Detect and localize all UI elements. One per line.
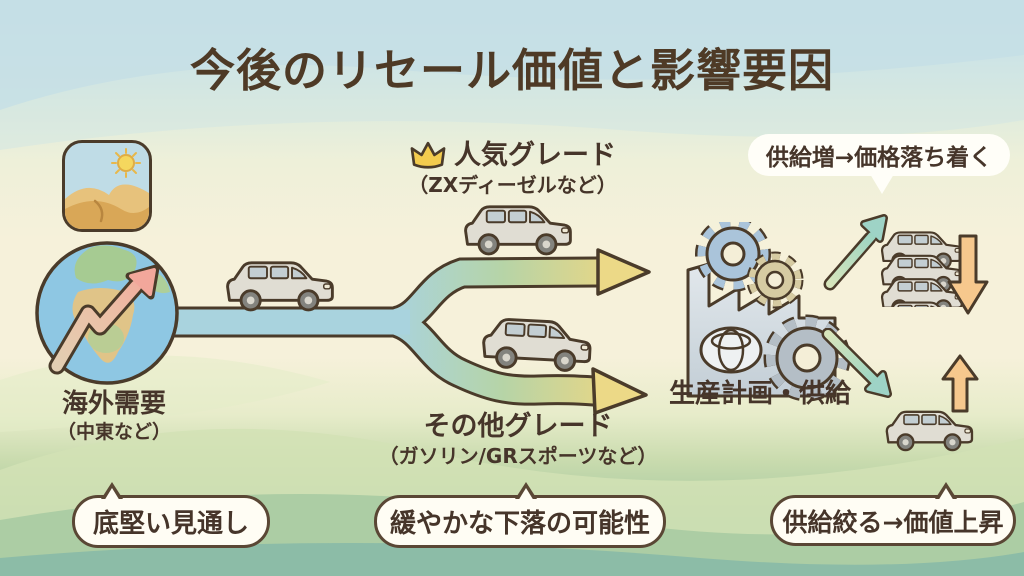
outlook-bubble: 底堅い見通し (72, 482, 270, 548)
popular-grade-label: 人気グレード (454, 140, 616, 171)
supply-increase-bubble-text: 供給増→価格落ち着く (765, 145, 993, 171)
toyota-factory-gears-icon (686, 222, 851, 402)
gear-tan (746, 251, 804, 309)
supply-restrict-bubble-text: 供給絞る→価値上昇 (782, 507, 1004, 537)
other-grade-label-group: その他グレード （ガソリン/GRスポーツなど） (368, 411, 668, 467)
decline-bubble-text: 緩やかな下落の可能性 (389, 509, 650, 539)
other-grade-sublabel: （ガソリン/GRスポーツなど） (378, 444, 658, 469)
suv-car-icon (878, 404, 980, 454)
other-grade-label: その他グレード (423, 411, 613, 442)
page-title: 今後のリセール価値と影響要因 (189, 44, 834, 97)
production-supply-label: 生産計画・供給 (668, 379, 851, 409)
outlook-bubble-text: 底堅い見通し (92, 509, 249, 539)
popular-grade-label-group: 人気グレード （ZXディーゼルなど） (395, 140, 630, 196)
overseas-demand-sublabel: （中東など） (56, 420, 171, 443)
decline-bubble: 緩やかな下落の可能性 (374, 482, 666, 548)
gear-blue (695, 222, 771, 292)
popular-grade-sublabel: （ZXディーゼルなど） (408, 173, 617, 198)
overseas-demand-label: 海外需要 (61, 389, 166, 419)
orange-down-arrow-icon (947, 234, 989, 315)
desert-sun-icon (62, 140, 152, 232)
orange-up-arrow-icon (941, 354, 979, 413)
suv-car-icon (217, 253, 342, 315)
branching-flow-arrows (172, 248, 651, 415)
teal-arrow-down-icon (821, 328, 892, 398)
supply-restrict-bubble: 供給絞る→価値上昇 (770, 482, 1016, 546)
overseas-demand-label-group: 海外需要 （中東など） (24, 389, 204, 443)
supply-increase-bubble: 供給増→価格落ち着く (748, 134, 1010, 194)
teal-arrow-up-icon (823, 214, 888, 291)
crown-icon (410, 141, 446, 169)
suv-car-icon (471, 308, 601, 378)
suv-car-icon (455, 197, 580, 259)
globe-growth-arrow-icon (35, 241, 179, 385)
